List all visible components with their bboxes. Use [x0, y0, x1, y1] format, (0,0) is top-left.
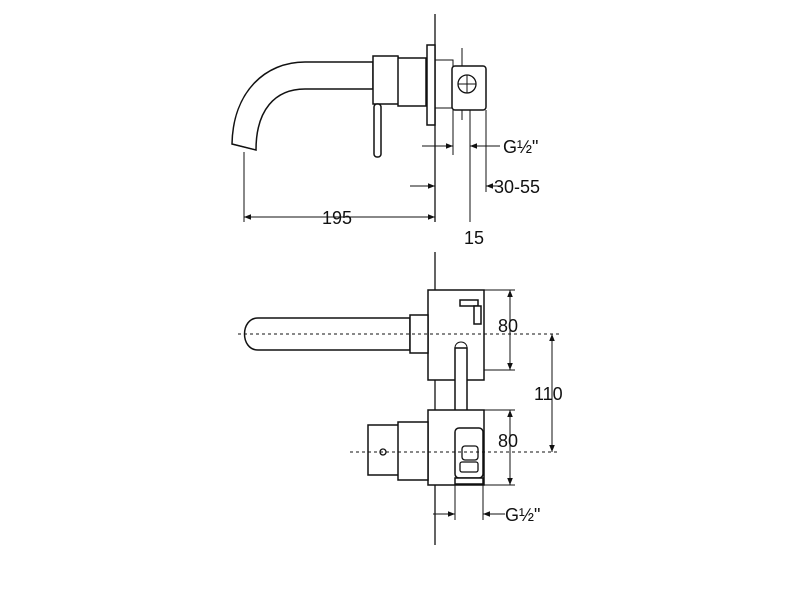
- mounting-sleeve: [434, 59, 454, 109]
- dim-total-height: 110: [534, 384, 563, 404]
- handle-lever-side: [373, 103, 382, 158]
- spout-front: [243, 317, 411, 351]
- concealed-box-side: [451, 65, 487, 111]
- valve-housing-front: [397, 421, 429, 481]
- wall-plate-side: [426, 44, 436, 126]
- dim-thread-front: G½": [505, 505, 540, 525]
- side-view: G½" 30-55 195 15: [231, 14, 540, 248]
- spout-side: [231, 61, 374, 151]
- cartridge-housing: [397, 57, 427, 107]
- concealed-box-front: [454, 427, 484, 479]
- spout-outlet: [231, 143, 257, 151]
- dim-plate: 15: [464, 228, 484, 248]
- connecting-pipe: [454, 347, 468, 421]
- dim-lower-offset: 80: [498, 431, 518, 451]
- dim-upper-offset: 80: [498, 316, 518, 336]
- front-view: 80 110 80 G½": [238, 252, 563, 545]
- dim-projection: 195: [322, 208, 352, 228]
- dim-thread-side: G½": [503, 137, 538, 157]
- dim-wall-range: 30-55: [494, 177, 540, 197]
